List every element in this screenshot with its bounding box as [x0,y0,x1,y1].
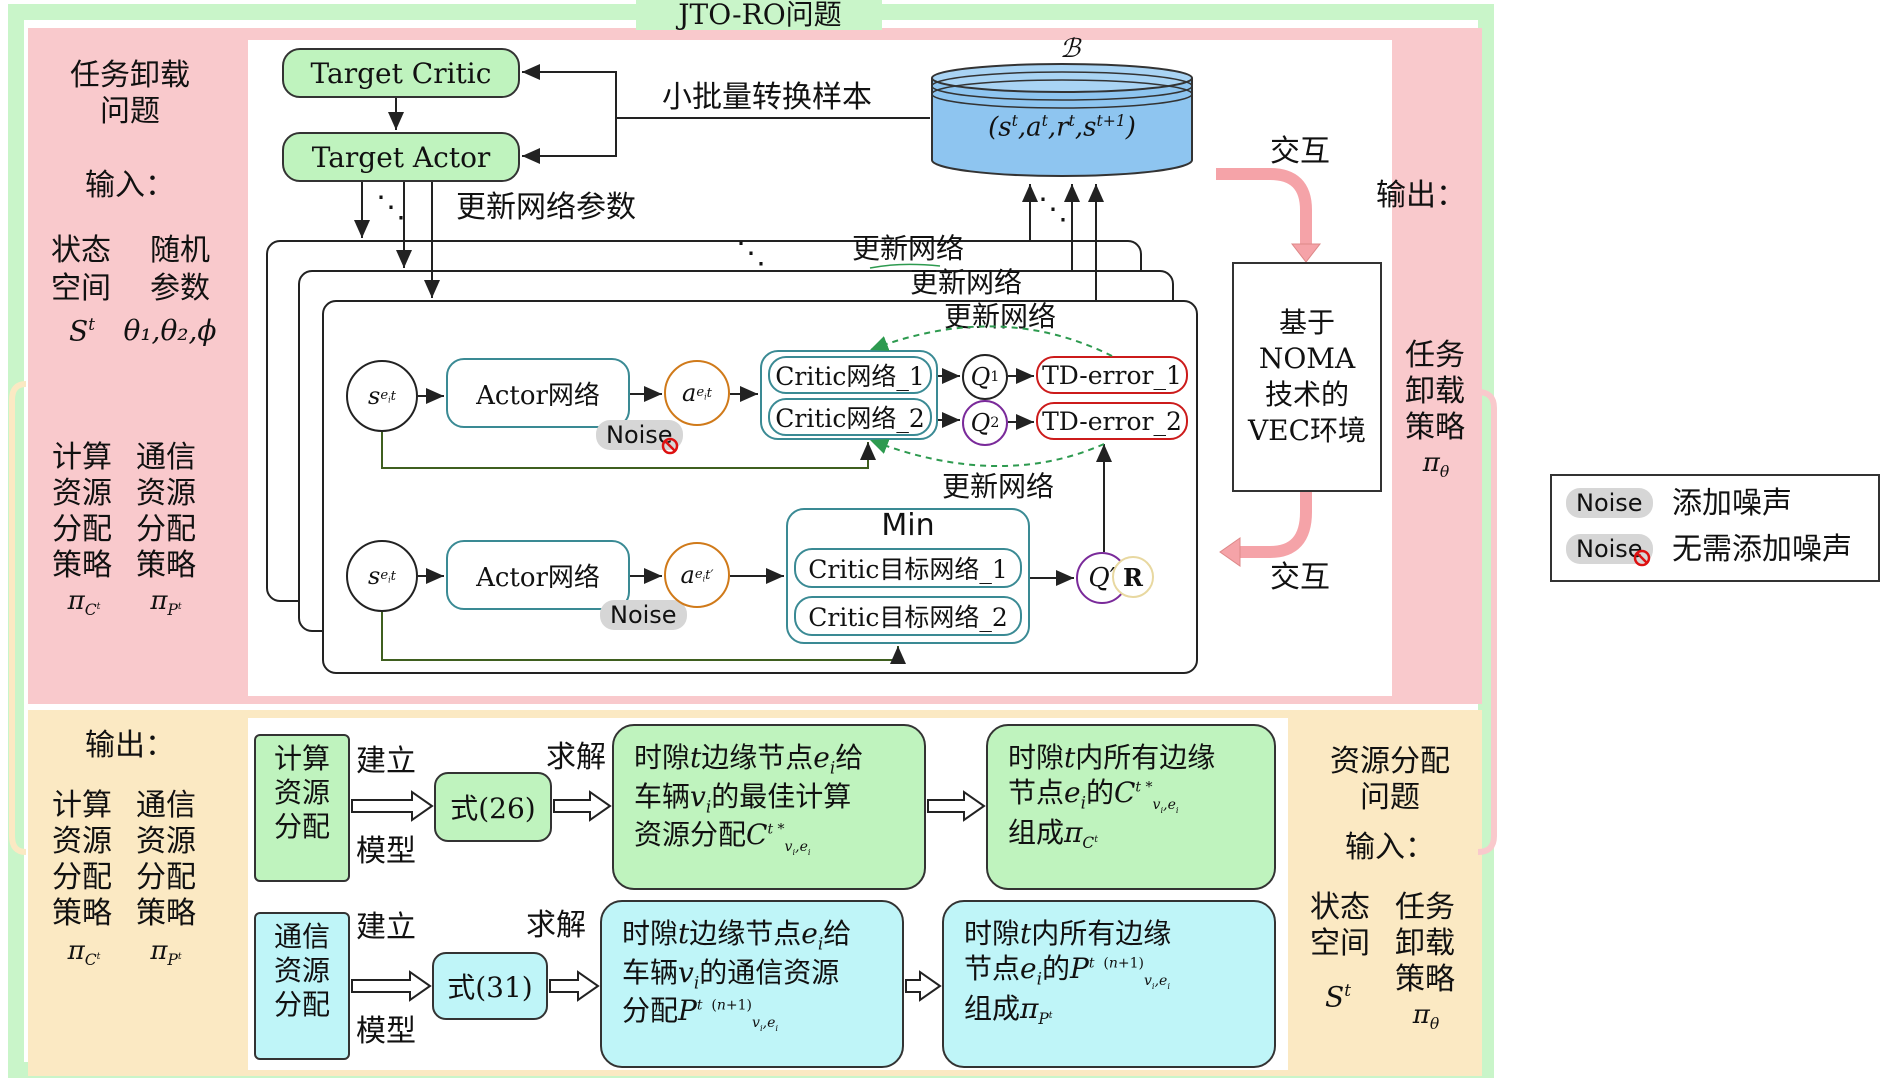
model-label-1: 模型 [356,834,416,869]
pi-theta-top: πθ [1422,448,1450,482]
td-error-2: TD-error_2 [1036,402,1188,440]
update-net-label-1: 更新网络 [852,232,965,265]
dots-right: ⋱ [1038,192,1068,227]
output-label-top-right: 输出： [1376,178,1466,213]
actor-network-1: Actor网络 [446,358,630,428]
replay-buffer-cylinder [931,63,1193,177]
equation-26-box: 式(26) [434,772,552,842]
dots-left: ⋱ [376,190,406,225]
pi-p-symbol: πPt [150,586,182,620]
noise-tag-2: Noise [600,600,687,630]
offloading-policy-label-top-right: 任务卸载策略 [1405,338,1465,445]
compute-policy-composition-node: 时隙t内所有边缘 节点ei的Ct *vi,ei 组成πCt [986,724,1276,890]
min-group [786,508,1030,644]
build-label-1: 建立 [356,744,416,779]
build-label-2: 建立 [356,910,416,945]
state-symbol-bottom: St [1325,980,1351,1014]
update-net-label-2: 更新网络 [910,266,1023,299]
random-params-symbol: θ₁,θ₂,ϕ [123,314,217,347]
interaction-arrows [1216,168,1322,567]
input-label-bottom-right: 输入： [1345,830,1435,865]
random-params-label: 随机参数 [150,233,210,306]
output-label-bottom-left: 输出： [85,728,175,763]
update-net-label-3: 更新网络 [944,300,1057,333]
update-params-label: 更新网络参数 [456,190,636,225]
comm-policy-label-top: 通信资源分配策略 [136,440,196,583]
pi-c-symbol-bottom: πCt [67,936,101,970]
state-symbol: St [69,314,95,348]
comm-policy-label-bottom: 通信资源分配策略 [136,788,196,931]
interact-label-bottom: 交互 [1270,560,1330,595]
solve-label-1: 求解 [546,740,606,775]
td-error-1: TD-error_1 [1036,356,1188,394]
legend-noise-tag-b: Noise [1566,534,1653,564]
minibatch-label: 小批量转换样本 [662,80,872,115]
solve-label-2: 求解 [526,908,586,943]
pi-c-symbol: πCt [67,586,101,620]
optimal-compute-allocation-node: 时隙t边缘节点ei给 车辆vi的最佳计算 资源分配Ct *vi,ei [612,724,926,890]
target-critic-node: Target Critic [282,48,520,98]
critic-network-2: Critic网络_2 [768,398,932,436]
offloading-policy-label-bottom-right: 任务卸载策略 [1395,890,1455,997]
update-net-label-4: 更新网络 [942,470,1055,503]
target-actor-node: Target Actor [282,132,520,182]
model-label-2: 模型 [356,1014,416,1049]
frame-title: JTO-RO问题 [678,0,842,31]
comm-allocation-box: 通信资源分配 [254,912,350,1060]
compute-policy-label-bottom: 计算资源分配策略 [52,788,112,931]
compute-policy-label-top: 计算资源分配策略 [52,440,112,583]
compute-allocation-box: 计算资源分配 [254,734,350,882]
pi-theta-bottom: πθ [1412,1000,1440,1034]
task-offloading-problem-label: 任务卸载问题 [70,58,190,129]
state-space-label: 状态空间 [51,233,111,306]
interact-label-top: 交互 [1270,134,1330,169]
equation-31-box: 式(31) [432,952,548,1020]
comm-policy-composition-node: 时隙t内所有边缘 节点ei的Pt (n+1)vi,ei 组成πPt [942,900,1276,1068]
no-noise-icon-1 [661,437,679,455]
critic-target-network-2: Critic目标网络_2 [794,596,1022,636]
title-backdrop [636,0,882,30]
comm-allocation-node: 时隙t边缘节点ei给 车辆vi的通信资源 分配Pt (n+1)vi,ei [600,900,904,1068]
critic-target-network-1: Critic目标网络_1 [794,548,1022,588]
legend-no-noise-icon [1633,549,1651,567]
legend-no-noise: 无需添加噪声 [1672,532,1852,567]
buffer-symbol: ℬ [1059,34,1081,64]
legend-add-noise: 添加噪声 [1672,486,1792,521]
input-label-top: 输入： [85,168,175,203]
critic-network-1: Critic网络_1 [768,356,932,394]
actor-network-2: Actor网络 [446,540,630,610]
reward-node: R [1112,556,1154,598]
state-space-label-bottom: 状态空间 [1310,890,1370,961]
resource-allocation-problem-label: 资源分配问题 [1330,744,1450,815]
critic-group [760,350,938,440]
min-label: Min [881,508,935,543]
pi-p-symbol-bottom: πPt [150,936,182,970]
dots-middle: ⋱ [736,236,766,271]
buffer-tuple: (st,at,rt,st+1) [988,112,1136,143]
legend-noise-tag-a: Noise [1566,488,1653,518]
